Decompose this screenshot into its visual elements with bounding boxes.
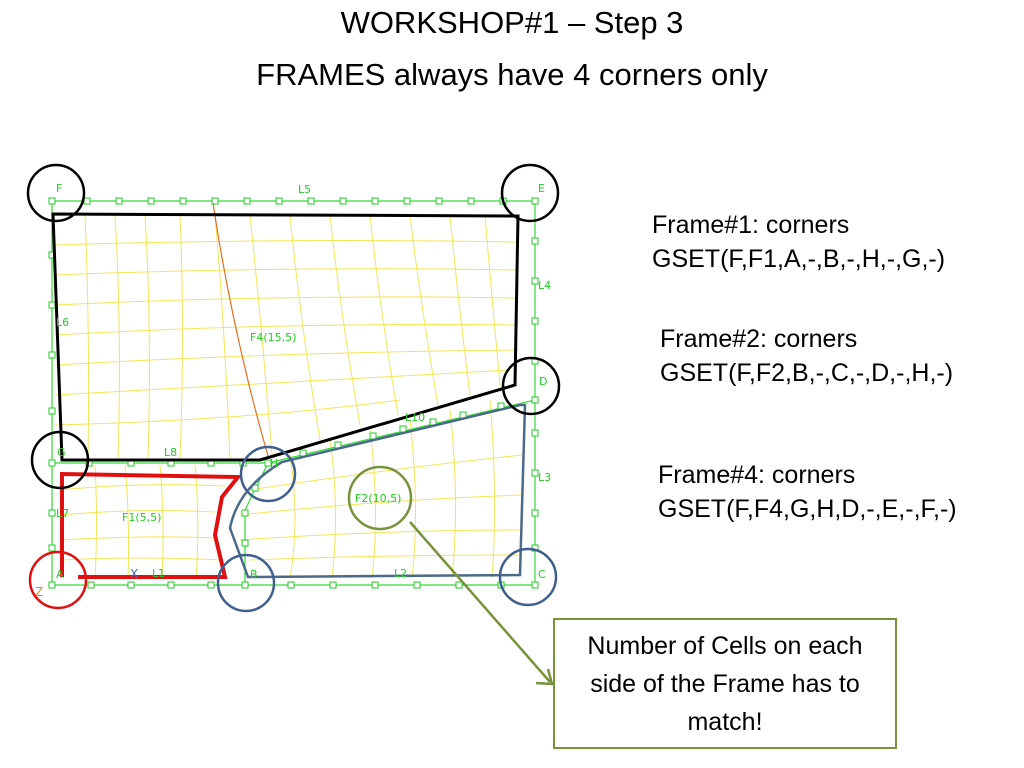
frame4-heading: Frame#4: corners	[658, 461, 856, 489]
corner-label-b: B	[250, 568, 258, 581]
frame4-description: Frame#4: corners GSET(F,F4,G,H,D,-,E,-,F…	[658, 458, 957, 526]
axis-z-label: Z	[35, 585, 43, 599]
axis-indicator: X Z	[35, 567, 138, 599]
mesh-f1	[59, 464, 226, 581]
frame1-description: Frame#1: corners GSET(F,F1,A,-,B,-,H,-,G…	[652, 208, 945, 276]
orange-curve	[212, 202, 269, 457]
line-label-l1: L1	[152, 567, 165, 580]
corner-label-a: A	[56, 568, 64, 581]
mesh-f2	[239, 399, 523, 579]
callout-arrow	[409, 521, 554, 686]
line-labels: L5 L4 L3 L2 L1 L7 L6 L8 L10	[56, 183, 551, 580]
line-label-l8: L8	[164, 446, 177, 459]
frame1-heading: Frame#1: corners	[652, 211, 850, 239]
corner-label-e: E	[538, 182, 545, 195]
corner-circle-f	[26, 163, 86, 223]
frame4-gset: GSET(F,F4,G,H,D,-,E,-,F,-)	[658, 495, 957, 523]
corner-circle-g	[30, 430, 90, 490]
corner-circles	[26, 163, 561, 613]
frame2-gset: GSET(F,F2,B,-,C,-,D,-,H,-)	[660, 359, 954, 387]
frame1-outline	[60, 471, 243, 579]
line-label-l2: L2	[394, 567, 407, 580]
callout-text: Number of Cells on each side of the Fram…	[587, 631, 863, 736]
slide-title-line2: FRAMES always have 4 corners only	[256, 57, 768, 92]
axis-x-label: X	[130, 567, 138, 581]
corner-label-g: G	[57, 446, 66, 459]
callout-box: Number of Cells on each side of the Fram…	[553, 618, 897, 749]
frame2-outline	[228, 403, 527, 579]
corner-circle-c	[498, 547, 558, 607]
frame-label-f1: F1(5,5)	[122, 511, 161, 524]
green-nodes	[48, 197, 539, 589]
line-label-l4: L4	[538, 279, 551, 292]
slide-title-line1: WORKSHOP#1 – Step 3	[340, 5, 684, 40]
corner-circle-e	[500, 163, 560, 223]
line-label-l3: L3	[538, 471, 551, 484]
corner-labels: F E D C B A G H	[56, 182, 547, 581]
f2-highlight-circle	[347, 465, 413, 531]
line-label-l10: L10	[405, 411, 425, 424]
corner-label-f: F	[56, 182, 62, 195]
green-boundary	[51, 200, 536, 586]
frame2-description: Frame#2: corners GSET(F,F2,B,-,C,-,D,-,H…	[660, 322, 953, 390]
corner-label-h: H	[270, 457, 278, 470]
corner-label-c: C	[538, 568, 546, 581]
corner-circle-h	[239, 445, 297, 503]
line-label-l6: L6	[56, 316, 69, 329]
corner-circle-a	[28, 550, 88, 610]
line-label-l5: L5	[298, 183, 311, 196]
corner-label-d: D	[539, 375, 547, 388]
line-label-l7: L7	[56, 507, 69, 520]
frame-label-f2: F2(10,5)	[355, 492, 401, 505]
mesh-f4	[54, 214, 519, 461]
frame-labels: F4(15,5) F2(10,5) F1(5,5)	[122, 331, 401, 524]
corner-circle-b	[216, 553, 276, 613]
frame4-outline	[51, 212, 520, 462]
frame1-gset: GSET(F,F1,A,-,B,-,H,-,G,-)	[652, 245, 946, 273]
frame-label-f4: F4(15,5)	[250, 331, 296, 344]
frame2-heading: Frame#2: corners	[660, 325, 858, 353]
corner-circle-d	[501, 356, 561, 416]
